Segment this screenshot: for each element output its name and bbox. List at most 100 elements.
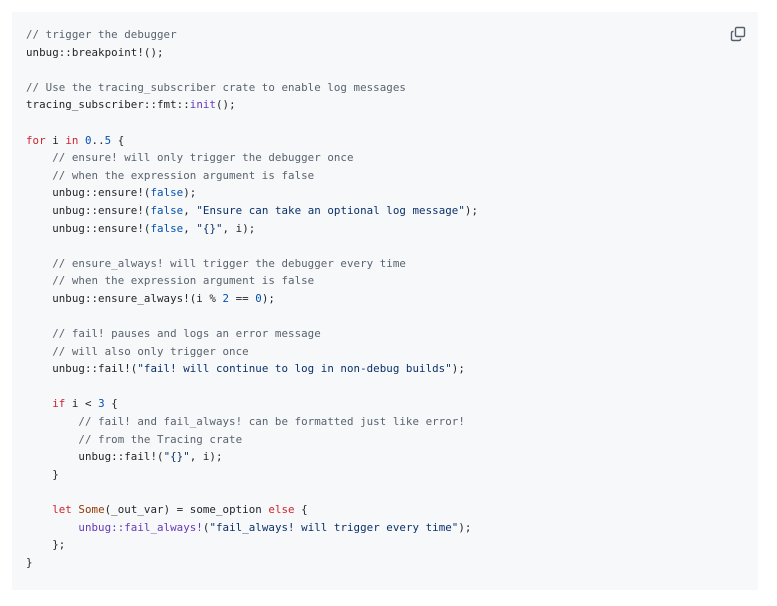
- code-line: [26, 308, 478, 326]
- code-line: unbug::ensure!(false, "{}", i);: [26, 220, 478, 238]
- code-token-string: "{}": [196, 221, 223, 235]
- code-token-plain: unbug::ensure!(: [26, 221, 151, 235]
- code-line: unbug::fail!("{}", i);: [26, 448, 478, 466]
- code-line: [26, 483, 478, 501]
- code-line: // when the expression argument is false: [26, 167, 478, 185]
- code-line: // ensure! will only trigger the debugge…: [26, 149, 478, 167]
- copy-button[interactable]: [726, 22, 750, 46]
- code-token-plain: );: [464, 203, 479, 217]
- code-token-plain: ();: [215, 98, 236, 112]
- code-token-number: 5: [104, 133, 112, 147]
- code-token-comment: // ensure! will only trigger the debugge…: [52, 151, 354, 165]
- code-token-string: "fail_always! will trigger every time": [209, 520, 459, 534]
- code-line: [26, 378, 478, 396]
- code-token-number: 2: [222, 291, 230, 305]
- code-line: // when the expression argument is false: [26, 272, 478, 290]
- code-token-comment: // ensure_always! will trigger the debug…: [52, 256, 406, 270]
- code-line: unbug::fail!("fail! will continue to log…: [26, 360, 478, 378]
- code-token-plain: (: [202, 520, 210, 534]
- code-token-plain: tracing_subscriber::fmt::: [26, 98, 190, 112]
- code-token-plain: }: [26, 555, 33, 569]
- code-token-keyword: in: [65, 133, 79, 147]
- code-line: };: [26, 536, 478, 554]
- code-token-number: 3: [98, 397, 105, 411]
- code-token-number: 0: [84, 133, 92, 147]
- code-token-keyword: if: [52, 397, 66, 411]
- code-token-plain: [26, 397, 52, 410]
- code-token-plain: , i);: [222, 221, 256, 235]
- code-token-plain: [26, 503, 52, 516]
- code-token-plain: ==: [229, 291, 256, 305]
- code-line: unbug::breakpoint!();: [26, 44, 478, 62]
- code-token-string: "fail! will continue to log in non-debug…: [137, 362, 452, 376]
- code-line: for i in 0..5 {: [26, 132, 478, 150]
- code-line: unbug::ensure!(false);: [26, 184, 478, 202]
- code-token-plain: ,: [183, 203, 197, 217]
- code-line: tracing_subscriber::fmt::init();: [26, 96, 478, 114]
- code-token-plain: [26, 169, 52, 182]
- code-token-plain: [26, 433, 78, 446]
- code-token-plain: unbug::ensure_always!(i %: [26, 291, 223, 305]
- code-token-keyword: let: [52, 503, 72, 517]
- code-line: // fail! pauses and logs an error messag…: [26, 325, 478, 343]
- code-token-plain: ..: [91, 133, 105, 147]
- code-token-comment: // when the expression argument is false: [52, 274, 315, 288]
- code-token-comment: // will also only trigger once: [52, 344, 249, 358]
- code-token-plain: );: [183, 186, 197, 200]
- code-token-plain: i <: [65, 397, 99, 411]
- code-line: [26, 61, 478, 79]
- code-line: let Some(_out_var) = some_option else {: [26, 501, 478, 519]
- code-line: [26, 237, 478, 255]
- code-token-comment: // trigger the debugger: [26, 28, 177, 41]
- code-token-plain: unbug::ensure!(: [26, 186, 151, 200]
- code-token-plain: [26, 274, 52, 287]
- code-token-type: Some: [78, 503, 105, 517]
- code-token-plain: );: [458, 520, 472, 534]
- code-line: }: [26, 554, 478, 572]
- code-token-comment: // Use the tracing_subscriber crate to e…: [26, 80, 406, 94]
- code-line: // trigger the debugger: [26, 26, 478, 44]
- code-token-string: "Ensure can take an optional log message…: [196, 203, 465, 217]
- code-token-comment: // fail! pauses and logs an error messag…: [52, 327, 321, 341]
- code-token-plain: };: [26, 538, 66, 552]
- code-token-plain: (_out_var) = some_option: [104, 503, 269, 517]
- code-line: // ensure_always! will trigger the debug…: [26, 255, 478, 273]
- code-token-plain: [26, 151, 52, 164]
- code-token-plain: [26, 521, 78, 534]
- code-token-func: init: [189, 98, 216, 112]
- code-token-plain: ,: [183, 221, 197, 235]
- code-token-constant: false: [150, 203, 184, 217]
- code-token-plain: [26, 345, 52, 358]
- code-token-plain: {: [294, 503, 308, 517]
- code-token-plain: unbug::fail!(: [26, 362, 138, 376]
- code-token-constant: false: [150, 221, 184, 235]
- code-token-func: unbug::fail_always!: [78, 520, 203, 534]
- code-token-comment: // fail! and fail_always! can be formatt…: [78, 415, 465, 429]
- code-token-plain: , i);: [189, 450, 223, 464]
- code-token-plain: i: [45, 133, 66, 147]
- code-token-string: "{}": [163, 450, 190, 464]
- code-line: // will also only trigger once: [26, 343, 478, 361]
- code-token-keyword: for: [26, 133, 46, 147]
- code-line: // from the Tracing crate: [26, 431, 478, 449]
- code-token-plain: }: [26, 467, 59, 481]
- code-token-plain: [26, 257, 52, 270]
- code-token-plain: unbug::fail!(: [26, 450, 164, 464]
- copy-icon: [730, 26, 746, 42]
- code-line: }: [26, 466, 478, 484]
- code-token-plain: {: [111, 133, 125, 147]
- code-token-plain: );: [451, 362, 465, 376]
- code-line: // fail! and fail_always! can be formatt…: [26, 413, 478, 431]
- code-line: unbug::fail_always!("fail_always! will t…: [26, 519, 478, 537]
- code-line: // Use the tracing_subscriber crate to e…: [26, 79, 478, 97]
- code-token-plain: {: [104, 397, 118, 411]
- code-token-constant: false: [150, 186, 184, 200]
- code-token-keyword: else: [268, 503, 295, 517]
- code-line: [26, 114, 478, 132]
- code-token-plain: unbug::breakpoint!();: [26, 45, 164, 59]
- code-token-plain: unbug::ensure!(: [26, 203, 151, 217]
- code-token-plain: [26, 415, 78, 428]
- code-token-plain: );: [261, 291, 275, 305]
- code-line: unbug::ensure_always!(i % 2 == 0);: [26, 290, 478, 308]
